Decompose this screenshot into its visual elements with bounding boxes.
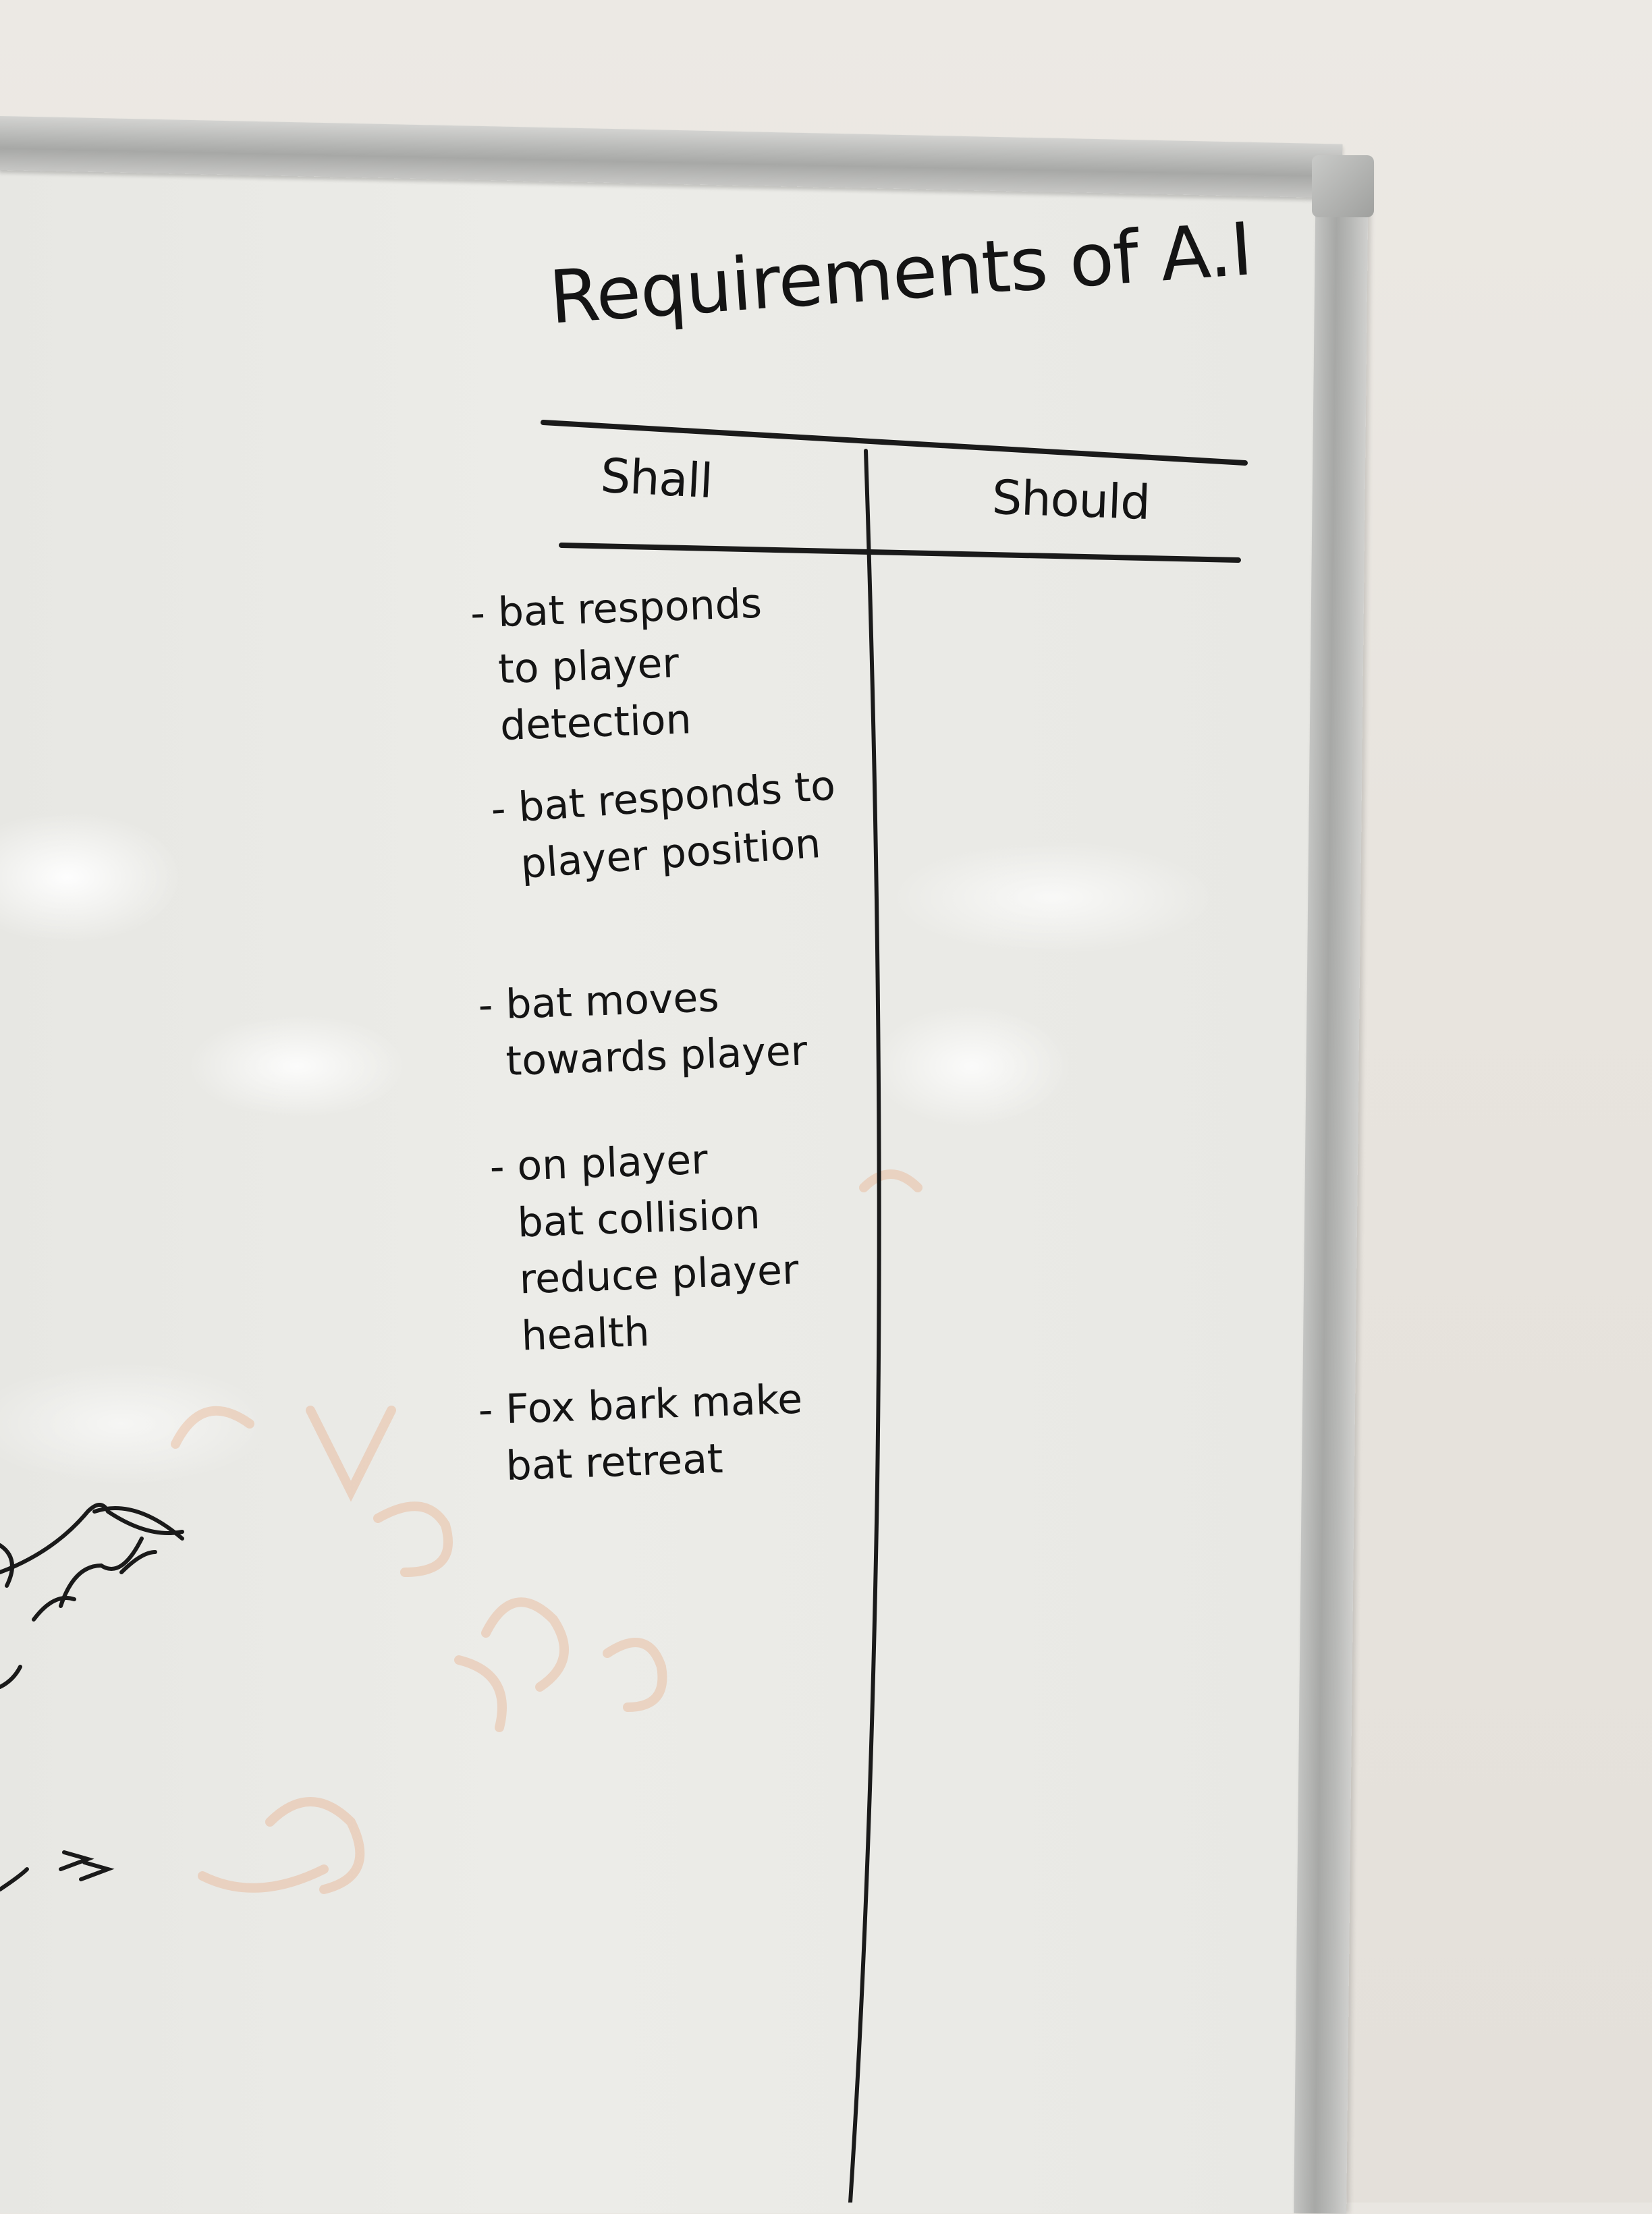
requirement-item: - on player bat collision reduce player … bbox=[489, 1136, 800, 1361]
column-header-shall: Shall bbox=[599, 447, 714, 509]
requirement-item: - bat responds to player position bbox=[489, 762, 837, 890]
column-header-should: Should bbox=[991, 469, 1151, 531]
column-divider bbox=[848, 449, 881, 2203]
header-divider bbox=[559, 543, 1241, 563]
title-underline bbox=[541, 420, 1248, 466]
whiteboard-frame-corner bbox=[1312, 155, 1374, 217]
requirement-item: - bat moves towards player bbox=[477, 974, 808, 1086]
erased-marker-traces bbox=[171, 1169, 923, 1894]
requirement-item: - bat responds to player detection bbox=[469, 580, 763, 751]
whiteboard-surface bbox=[0, 169, 1329, 2213]
requirement-item: - Fox bark make bat retreat bbox=[477, 1375, 804, 1491]
bat-doodle bbox=[0, 1503, 184, 1891]
